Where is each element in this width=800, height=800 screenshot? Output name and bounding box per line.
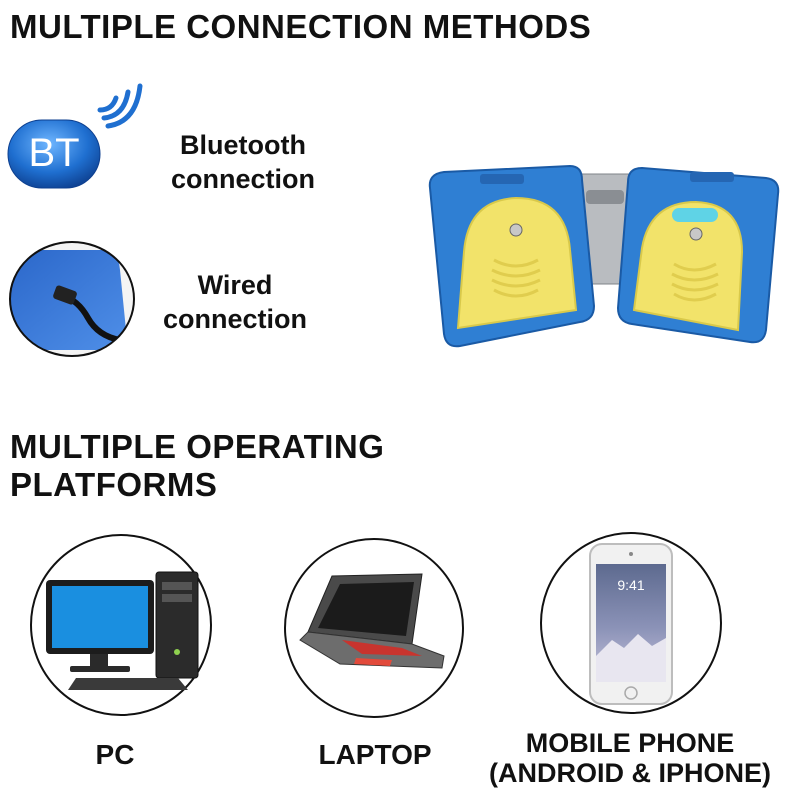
- left-pedal: [428, 164, 596, 348]
- wired-label-line2: connection: [162, 304, 307, 334]
- laptop-icon: [282, 536, 466, 720]
- right-pedal: [616, 166, 780, 344]
- bluetooth-label-line1: Bluetooth: [180, 130, 306, 160]
- operating-platforms-title: MULTIPLE OPERATING PLATFORMS: [10, 428, 384, 504]
- pc-label: PC: [95, 739, 135, 770]
- mobile-phone-label-line2: (ANDROID & IPHONE): [489, 758, 771, 788]
- foot-pedal-image: [420, 160, 790, 360]
- bluetooth-connection-label: Bluetooth connection: [148, 128, 338, 196]
- connection-methods-title: MULTIPLE CONNECTION METHODS: [10, 8, 592, 45]
- bluetooth-label-line2: connection: [170, 164, 315, 194]
- mobile-phone-label-line1: MOBILE PHONE: [525, 728, 735, 758]
- laptop-label: LAPTOP: [318, 739, 432, 770]
- smartphone-icon: 9:41: [538, 530, 724, 716]
- platforms-title-line2: PLATFORMS: [10, 466, 218, 503]
- desktop-pc-icon: [28, 532, 214, 718]
- bluetooth-badge-text: BT: [28, 131, 79, 175]
- phone-lockscreen-time: 9:41: [617, 577, 644, 593]
- bluetooth-badge-icon: BT: [0, 80, 160, 200]
- wired-connection-label: Wired connection: [140, 268, 330, 336]
- usb-cable-icon: [8, 240, 136, 358]
- wired-label-line1: Wired: [197, 270, 273, 300]
- mobile-phone-label: MOBILE PHONE (ANDROID & IPHONE): [460, 728, 800, 788]
- platforms-title-line1: MULTIPLE OPERATING: [10, 428, 385, 465]
